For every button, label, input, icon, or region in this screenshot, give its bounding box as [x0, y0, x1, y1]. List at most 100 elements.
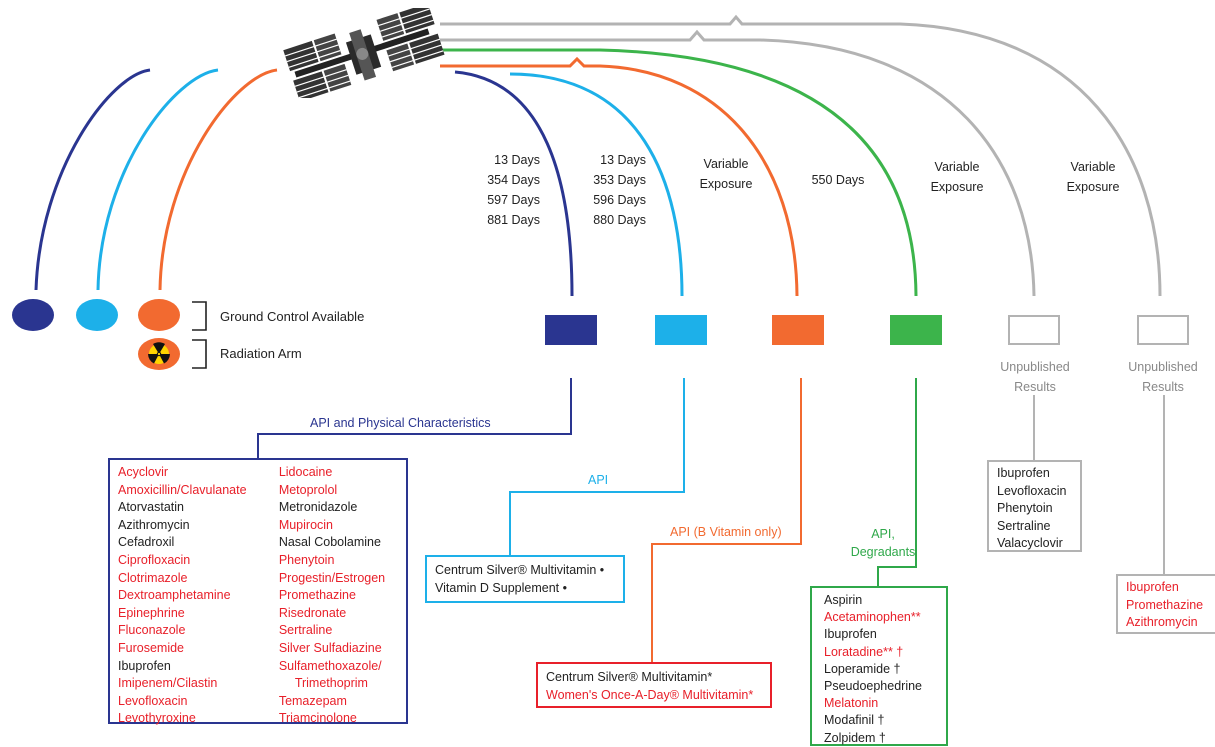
legend-ellipse-radiation [138, 338, 180, 370]
drug-item: Acetaminophen** [824, 610, 921, 625]
sample-square-cyan [655, 315, 707, 345]
line-cyan [509, 72, 684, 297]
drug-item: Promethazine [1126, 597, 1204, 612]
drug-item: Lidocaine [278, 465, 333, 479]
exposure-green: 550 Days [811, 173, 865, 187]
drug-item: Sertraline [997, 518, 1051, 533]
analysis-cyan: API [588, 473, 609, 487]
connector-green [877, 378, 917, 586]
drug-item: Fluconazole [118, 623, 186, 638]
drug-item: Epinephrine [118, 605, 185, 620]
drug-item: Promethazine [278, 588, 356, 603]
drug-item: Centrum Silver® Multivitamin • [435, 563, 605, 577]
drug-item: Pseudoephedrine [824, 679, 922, 694]
unpublished-grey-2: Unpublished Results [1128, 360, 1198, 394]
drug-item: Clotrimazole [118, 570, 188, 585]
drug-item: Progestin/Estrogen [278, 570, 386, 585]
drug-item: Acyclovir [118, 465, 169, 479]
legend-arc-navy [34, 68, 151, 291]
line-navy [454, 70, 574, 297]
drug-item: Vitamin D Supplement • [435, 580, 567, 595]
sample-square-grey-2 [1137, 315, 1189, 345]
bracket-ground [192, 301, 207, 331]
exposure-navy: 13 Days 354 Days 597 Days 881 Days [487, 153, 540, 227]
drug-item: Ciprofloxacin [118, 552, 191, 567]
drug-item: Metoprolol [278, 482, 338, 497]
drug-item: Amoxicillin/Clavulanate [118, 482, 247, 497]
legend-radiation-arm: Radiation Arm [220, 346, 302, 361]
connector-orange [651, 378, 802, 662]
drug-item: Dextroamphetamine [118, 588, 231, 603]
legend-ellipse-navy [12, 299, 54, 331]
drug-item: Silver Sulfadiazine [278, 640, 382, 655]
legend-ellipse-cyan [76, 299, 118, 331]
legend-arc-cyan [96, 68, 219, 291]
drug-item: Nasal Cobolamine [278, 535, 381, 550]
analysis-green: API, Degradants [850, 527, 916, 559]
drug-box-orange: Centrum Silver® Multivitamin* Women's Onc… [536, 662, 772, 708]
drug-item: Centrum Silver® Multivitamin* [546, 670, 713, 684]
radiation-icon [148, 342, 170, 364]
drug-item: Levofloxacin [997, 483, 1067, 498]
drug-item: Aspirin [824, 593, 863, 607]
drug-item: Imipenem/Cilastin [118, 676, 218, 691]
drug-item: Azithromycin [1126, 615, 1198, 630]
drug-item: Ibuprofen [824, 627, 877, 642]
connector-navy [257, 378, 572, 458]
analysis-navy: API and Physical Characteristics [310, 416, 491, 430]
exposure-grey-2: Variable Exposure [1066, 160, 1120, 194]
drug-item: Levofloxacin [118, 693, 188, 708]
drug-item: Sertraline [278, 623, 333, 638]
drug-item: Ibuprofen [997, 466, 1050, 480]
legend-arc-orange [158, 68, 278, 291]
unpublished-grey-1: Unpublished Results [1000, 360, 1070, 394]
drug-item: Triamcinolone [278, 711, 357, 726]
drug-item: Phenytoin [997, 501, 1053, 516]
drug-item: Sulfamethoxazole/ [278, 658, 382, 673]
drug-item: Loratadine** † [824, 644, 904, 659]
drug-item: Temazepam [278, 693, 347, 708]
line-green [440, 48, 918, 297]
drug-item: Levothyroxine [118, 711, 196, 726]
legend-ellipse-orange [138, 299, 180, 331]
drug-item: Cefadroxil [118, 535, 175, 550]
sample-square-grey-1 [1008, 315, 1060, 345]
connector-cyan [509, 378, 685, 555]
line-grey-2 [440, 14, 1162, 297]
sample-square-navy [545, 315, 597, 345]
drug-item: Phenytoin [278, 552, 335, 567]
analysis-orange: API (B Vitamin only) [670, 525, 782, 539]
sample-square-orange [772, 315, 824, 345]
drug-item: Melatonin [824, 696, 879, 711]
sample-square-green [890, 315, 942, 345]
line-grey-1 [440, 29, 1036, 297]
drug-box-cyan: Centrum Silver® Multivitamin • Vitamin D … [425, 555, 625, 603]
exposure-orange: Variable Exposure [699, 157, 753, 191]
drug-item: Women's Once-A-Day® Multivitamin* [546, 687, 754, 702]
drug-item: Trimethoprim [294, 676, 368, 691]
drug-item: Loperamide † [824, 661, 901, 676]
exposure-grey-1: Variable Exposure [930, 160, 984, 194]
drug-item: Modafinil † [824, 713, 885, 728]
drug-item: Azithromycin [118, 517, 190, 532]
drug-item: Ibuprofen [1126, 580, 1179, 594]
exposure-cyan: 13 Days 353 Days 596 Days 880 Days [593, 153, 646, 227]
bracket-radiation [192, 339, 207, 369]
space-station-icon [283, 8, 445, 98]
drug-item: Ibuprofen [118, 658, 171, 673]
drug-item: Risedronate [278, 605, 347, 620]
drug-item: Valacyclovir [997, 536, 1063, 551]
drug-item: Zolpidem † [824, 730, 886, 745]
legend-ground-control: Ground Control Available [220, 309, 365, 324]
drug-item: Furosemide [118, 640, 184, 655]
drug-item: Mupirocin [278, 517, 333, 532]
line-orange [440, 56, 799, 297]
drug-item: Metronidazole [278, 500, 358, 515]
